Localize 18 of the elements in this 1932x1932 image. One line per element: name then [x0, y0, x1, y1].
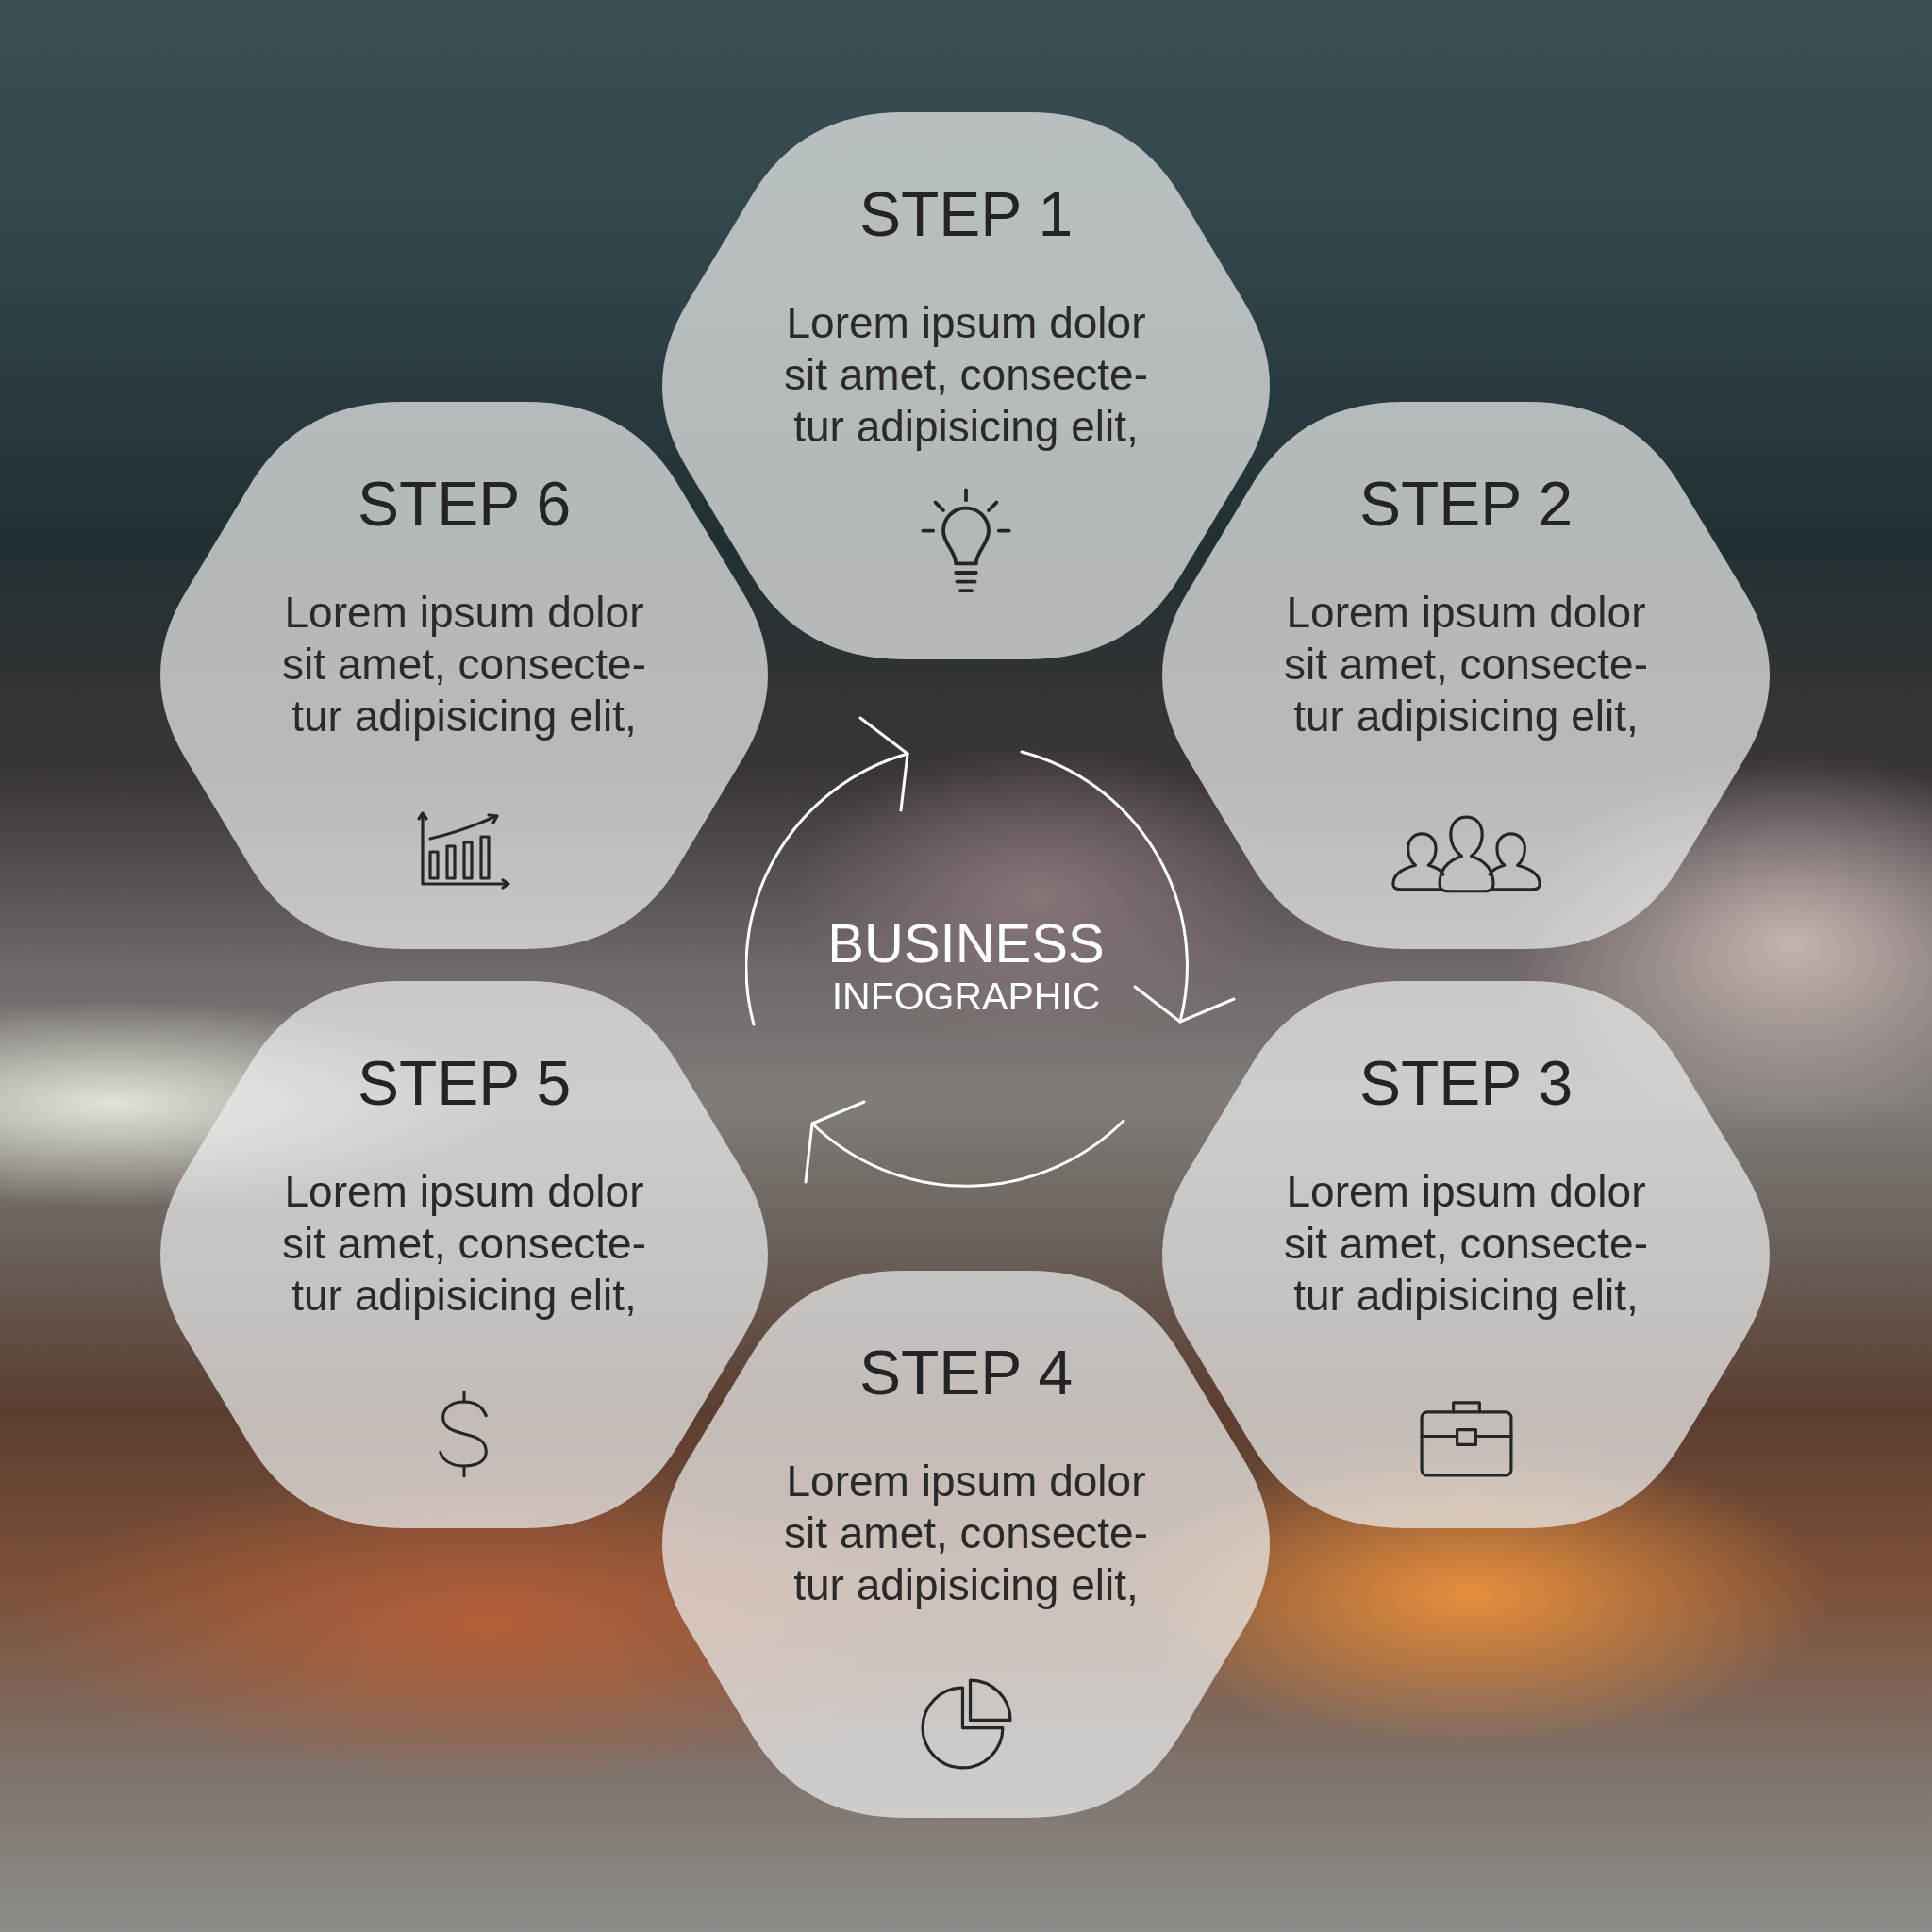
hexagon-card — [160, 402, 768, 949]
step-title: STEP 5 — [357, 1047, 572, 1120]
step-description: Lorem ipsum dolor sit amet, consecte- tur adipisicing elit, — [782, 297, 1149, 453]
step-title: STEP 1 — [858, 178, 1074, 251]
step-description: Lorem ipsum dolor sit amet, consecte- tur adipisicing elit, — [280, 587, 647, 742]
step-title: STEP 6 — [357, 468, 572, 541]
step-description: Lorem ipsum dolor sit amet, consecte- tur adipisicing elit, — [280, 1166, 647, 1322]
step-description: Lorem ipsum dolor sit amet, consecte- tur adipisicing elit, — [1282, 1166, 1649, 1322]
hexagon-card — [662, 1271, 1270, 1818]
step-description: Lorem ipsum dolor sit amet, consecte- tur adipisicing elit, — [1282, 587, 1649, 742]
step-title: STEP 3 — [1358, 1047, 1574, 1120]
step-description: Lorem ipsum dolor sit amet, consecte- tur adipisicing elit, — [782, 1456, 1149, 1611]
hexagon-card — [160, 981, 768, 1528]
step-title: STEP 2 — [1358, 468, 1574, 541]
hexagon-card — [1162, 402, 1770, 949]
step-title: STEP 4 — [858, 1337, 1074, 1409]
hexagon-card — [1162, 981, 1770, 1528]
hexagon-card — [662, 112, 1270, 659]
